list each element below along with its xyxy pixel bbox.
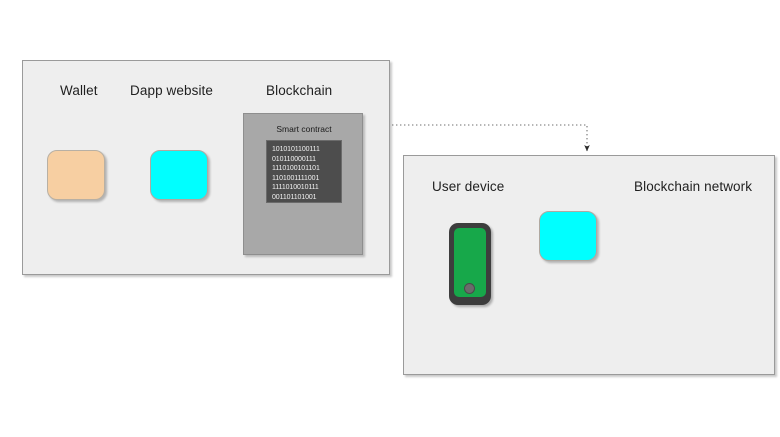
code-line: 1111010010111: [272, 184, 319, 191]
label-wallet: Wallet: [60, 83, 98, 98]
smart-contract-label: Smart contract: [276, 124, 332, 134]
user-device-phone[interactable]: [449, 223, 491, 305]
smart-contract-code-block: 1010101100111 010110000111 1110100101101…: [266, 140, 342, 203]
label-blockchain: Blockchain: [266, 83, 333, 98]
code-line: 001101101001: [272, 193, 317, 201]
dapp-website-shape[interactable]: [150, 150, 208, 200]
wallet-shape[interactable]: [47, 150, 105, 200]
label-user-device: User device: [432, 179, 505, 194]
code-line: 010110000111: [272, 155, 316, 163]
code-line: 1010101100111: [272, 146, 320, 153]
phone-home-button-icon[interactable]: [464, 283, 475, 294]
dapp-mobile-shape[interactable]: [539, 211, 597, 261]
code-line: 1110100101101: [272, 165, 320, 172]
label-dapp-website: Dapp website: [130, 83, 213, 98]
blockchain-shape[interactable]: Smart contract 1010101100111 01011000011…: [243, 113, 363, 255]
code-line: 1101001111001: [272, 174, 320, 182]
label-blockchain-network: Blockchain network: [634, 179, 753, 194]
connector-website-panel-to-mobile-panel: [392, 124, 590, 152]
